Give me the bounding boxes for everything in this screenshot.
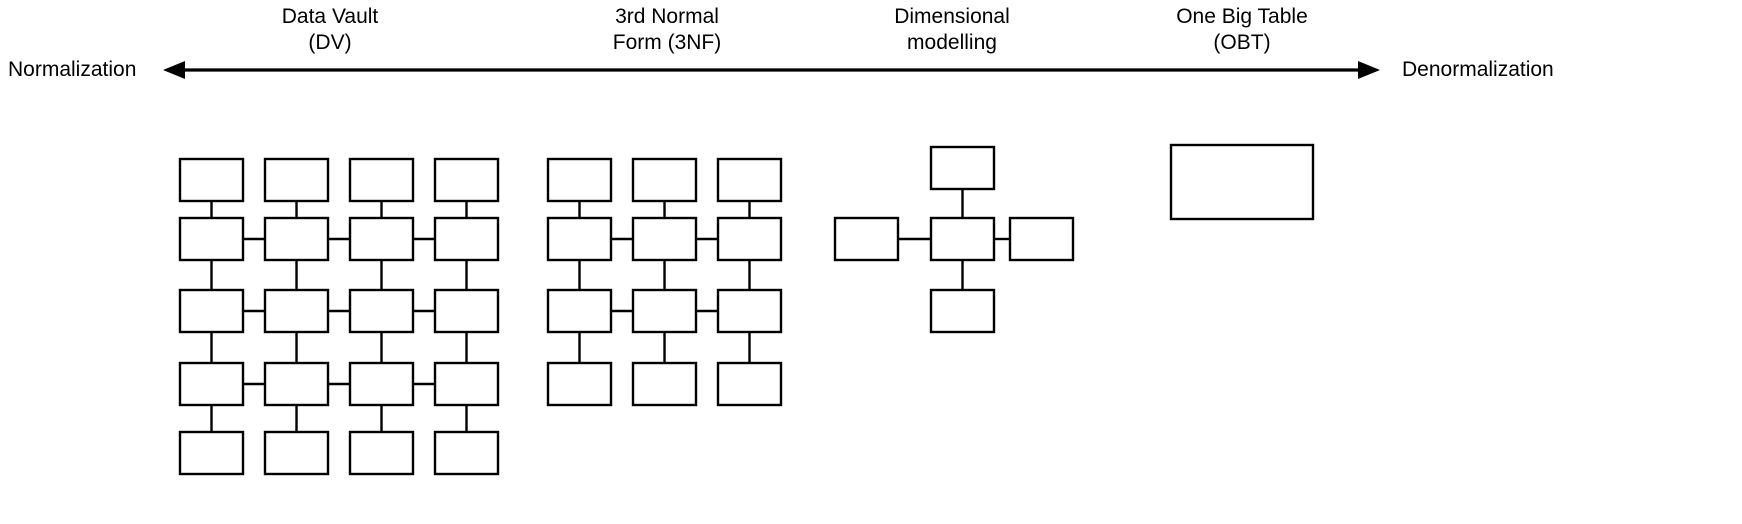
table-node	[263, 157, 330, 203]
table-node	[178, 430, 245, 476]
model-one-big-table	[1169, 143, 1315, 221]
stage-label-dimensional-modelling: Dimensional modelling	[894, 5, 1010, 54]
dimension-node	[833, 216, 900, 262]
table-node	[546, 157, 613, 203]
table-node	[433, 430, 500, 476]
table-node	[631, 288, 698, 334]
table-node	[348, 216, 415, 262]
axis-label-normalization: Normalization	[8, 58, 137, 81]
table-node	[178, 361, 245, 407]
table-node	[348, 288, 415, 334]
one-big-table-node	[1169, 143, 1315, 221]
table-node	[178, 288, 245, 334]
table-node	[433, 361, 500, 407]
table-node	[716, 361, 783, 407]
normalization-axis	[163, 61, 1380, 79]
table-node	[546, 361, 613, 407]
table-node	[263, 361, 330, 407]
table-node	[348, 430, 415, 476]
stage-label-data-vault: Data Vault (DV)	[281, 5, 379, 54]
table-node	[716, 216, 783, 262]
model-third-normal-form	[546, 157, 783, 407]
stage-label-one-big-table: One Big Table (OBT)	[1176, 5, 1308, 54]
axis-arrowhead-left-icon	[163, 61, 185, 79]
model-data-vault	[178, 157, 500, 476]
table-node	[631, 157, 698, 203]
table-node	[546, 216, 613, 262]
table-node	[716, 157, 783, 203]
table-node	[433, 216, 500, 262]
table-node	[263, 288, 330, 334]
table-node	[263, 216, 330, 262]
table-node	[433, 157, 500, 203]
dimension-node	[929, 145, 996, 191]
table-node	[631, 216, 698, 262]
dimension-node	[1008, 216, 1075, 262]
table-node	[178, 157, 245, 203]
table-node	[546, 288, 613, 334]
table-node	[433, 288, 500, 334]
table-node	[348, 361, 415, 407]
table-node	[263, 430, 330, 476]
axis-arrowhead-right-icon	[1358, 61, 1380, 79]
dimension-node	[929, 288, 996, 334]
model-shapes-group	[178, 143, 1315, 476]
table-node	[348, 157, 415, 203]
fact-node	[929, 216, 996, 262]
table-node	[178, 216, 245, 262]
table-node	[716, 288, 783, 334]
model-dimensional-modelling	[833, 145, 1075, 334]
stage-label-third-normal-form: 3rd Normal Form (3NF)	[612, 5, 722, 54]
table-node	[631, 361, 698, 407]
axis-label-denormalization: Denormalization	[1402, 58, 1554, 81]
